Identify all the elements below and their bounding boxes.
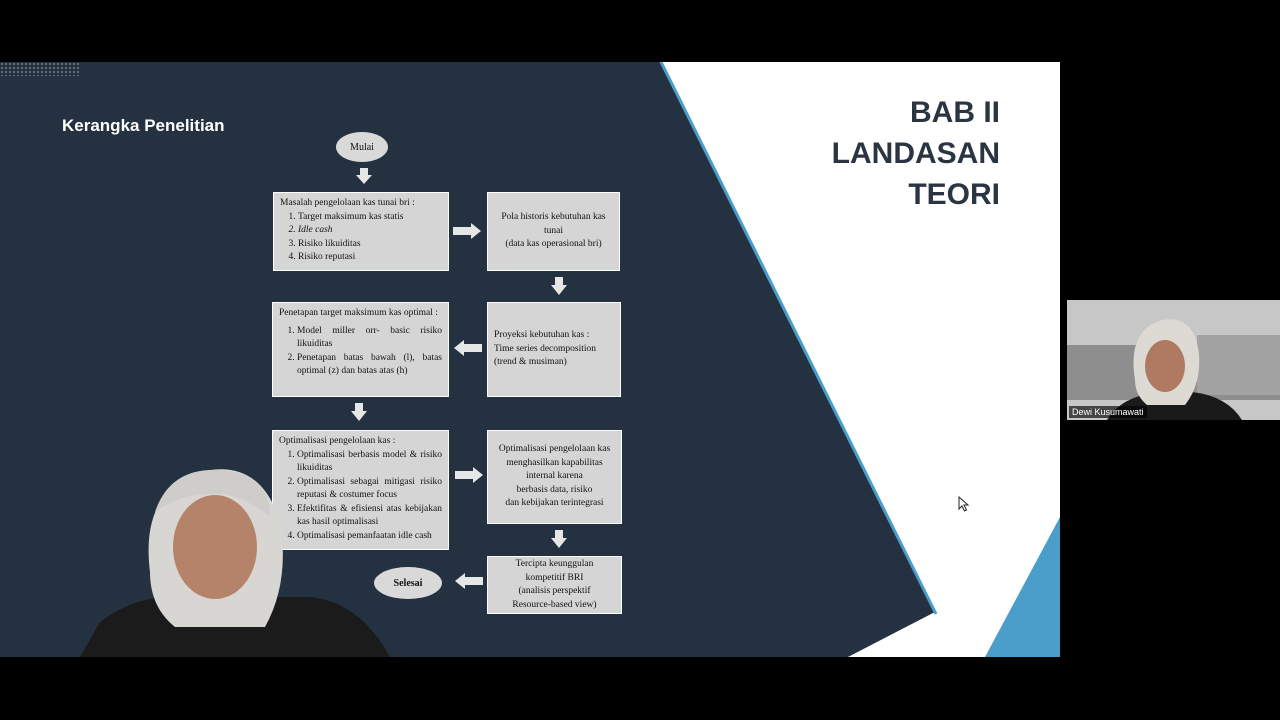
arrow-left-icon	[455, 573, 483, 589]
flow-box-line: Optimalisasi pengelolaan kas	[498, 444, 611, 455]
flow-box-advantage: Tercipta keunggulan kompetitif BRI (anal…	[487, 556, 622, 614]
slide-heading: Kerangka Penelitian	[62, 116, 225, 135]
flow-box-item: Optimalisasi berbasis model & risiko lik…	[297, 449, 442, 476]
flow-box-item: Model miller orr- basic risiko likuidita…	[297, 325, 442, 352]
dot-pattern	[0, 62, 80, 76]
chapter-title-line-2: LANDASAN	[831, 137, 1000, 170]
flow-box-line: tunai	[544, 225, 563, 236]
participant-video-tile[interactable]: Dewi Kusumawati	[1067, 300, 1280, 420]
presentation-slide: Kerangka Penelitian BAB II LANDASAN TEOR…	[0, 62, 1060, 657]
arrow-down-icon	[551, 277, 567, 295]
flow-box-item: Optimalisasi sebagai mitigasi risiko rep…	[297, 476, 442, 503]
flow-box-item: Penetapan batas bawah (l), batas optimal…	[297, 352, 442, 379]
flow-box-line: (data kas operasional bri)	[505, 239, 602, 250]
flow-box-item: Idle cash	[298, 224, 442, 238]
flow-box-line: internal karena	[526, 471, 583, 482]
flow-box-line: berbasis data, risiko	[516, 484, 593, 495]
mouse-cursor-icon	[958, 496, 970, 512]
participant-name-label: Dewi Kusumawati	[1069, 406, 1147, 418]
arrow-right-icon	[453, 223, 481, 239]
flow-box-item: Efektifitas & efisiensi atas kebijakan k…	[297, 503, 442, 530]
flow-box-line: (analisis perspektif	[518, 586, 591, 596]
flow-box-target: Penetapan target maksimum kas optimal : …	[272, 302, 449, 397]
participant-video	[1067, 300, 1280, 420]
flow-box-line: (trend & musiman)	[494, 357, 567, 368]
arrow-left-icon	[454, 340, 482, 356]
arrow-down-icon	[356, 168, 372, 184]
chapter-title: BAB II LANDASAN TEORI	[832, 92, 1000, 215]
flow-box-line: Proyeksi kebutuhan kas :	[494, 330, 590, 341]
blue-corner-triangle	[985, 517, 1060, 657]
flow-box-problem: Masalah pengelolaan kas tunai bri : Targ…	[273, 192, 449, 271]
flow-box-line: dan kebijakan terintegrasi	[505, 498, 604, 509]
flow-box-line: Resource-based view)	[512, 599, 597, 610]
flow-box-title: Penetapan target maksimum kas optimal :	[279, 308, 438, 318]
flow-box-item: Risiko reputasi	[298, 251, 442, 265]
arrow-right-icon	[455, 467, 483, 483]
chapter-title-line-3: TEORI	[908, 178, 1000, 211]
chapter-title-line-1: BAB II	[910, 96, 1000, 129]
arrow-down-icon	[551, 530, 567, 548]
arrow-down-icon	[351, 403, 367, 421]
flow-box-line: Tercipta keunggulan	[515, 559, 594, 569]
flow-box-capability: Optimalisasi pengelolaan kas menghasilka…	[487, 430, 622, 524]
flow-box-optimization: Optimalisasi pengelolaan kas : Optimalis…	[272, 430, 449, 550]
flow-box-item: Risiko likuiditas	[298, 238, 442, 252]
flow-box-projection: Proyeksi kebutuhan kas : Time series dec…	[487, 302, 621, 397]
flow-box-line: Time series decomposition	[494, 343, 597, 354]
flow-box-title: Masalah pengelolaan kas tunai bri :	[280, 198, 415, 208]
flow-box-line: menghasilkan kapabilitas	[506, 457, 603, 468]
blue-diagonal-stroke	[659, 62, 938, 615]
flow-end-oval: Selesai	[374, 567, 442, 599]
flow-box-item: Optimalisasi pemanfaatan idle cash	[297, 530, 442, 544]
flow-box-historical: Pola historis kebutuhan kas tunai (data …	[487, 192, 620, 271]
flow-box-line: Pola historis kebutuhan kas	[501, 212, 606, 223]
presenter-face-shape	[173, 495, 257, 599]
flow-box-line: kompetitif BRI	[525, 572, 584, 583]
flow-box-item: Target maksimum kas statis	[298, 211, 442, 225]
presenter-video-overlay	[80, 469, 390, 657]
flow-box-title: Optimalisasi pengelolaan kas :	[279, 436, 396, 446]
flow-start-oval: Mulai	[336, 132, 388, 162]
